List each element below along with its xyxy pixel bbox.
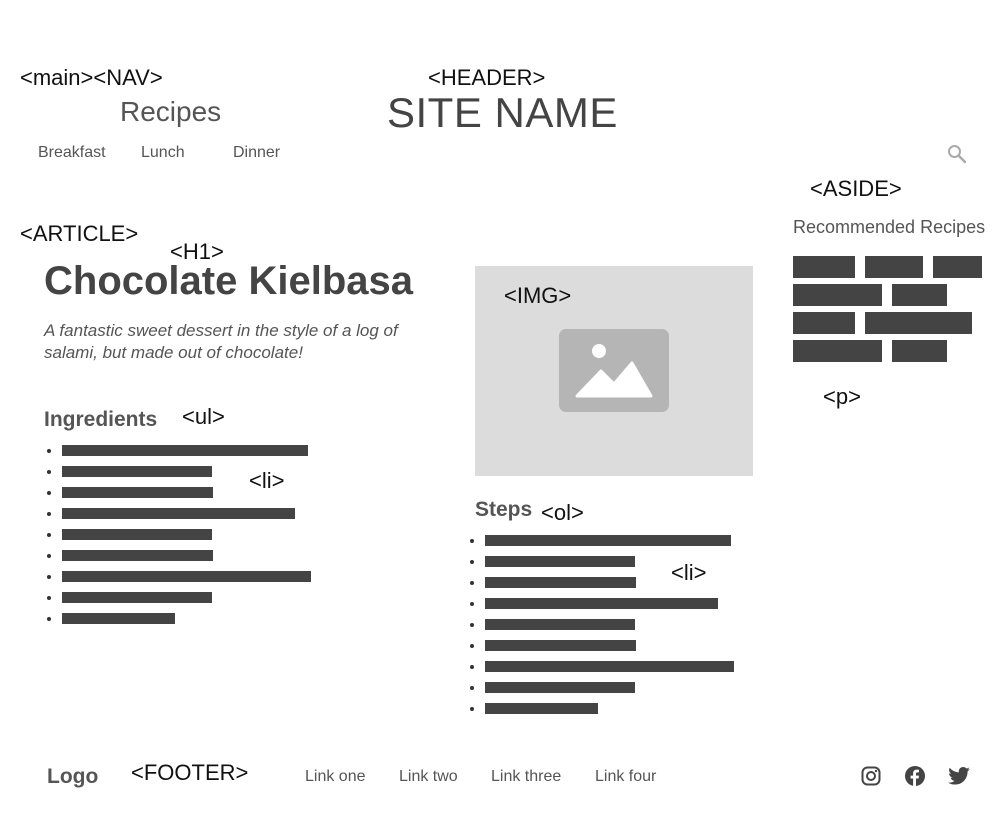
instagram-icon[interactable] (861, 766, 881, 786)
nav-annotation-label: <main><NAV> (20, 65, 163, 90)
footer-annotation-label: <FOOTER> (131, 760, 249, 785)
list-bullet (470, 623, 474, 627)
article-description: A fantastic sweet dessert in the style o… (44, 321, 398, 362)
step-item (485, 598, 718, 609)
list-bullet (47, 575, 51, 579)
nav-item-breakfast[interactable]: Breakfast (38, 144, 106, 161)
footer-link-one[interactable]: Link one (305, 768, 366, 785)
list-bullet (470, 644, 474, 648)
footer-link-three[interactable]: Link three (491, 768, 562, 785)
ingredient-item (62, 466, 212, 477)
li-annotation-label: <li> (671, 560, 707, 585)
nav-title: Recipes (120, 96, 222, 127)
aside-annotation-label: <ASIDE> (810, 176, 902, 201)
recommended-tag[interactable] (892, 340, 947, 362)
list-bullet (47, 533, 51, 537)
list-bullet (470, 602, 474, 606)
ingredient-item (62, 508, 295, 519)
step-item (485, 703, 598, 714)
footer-link-two[interactable]: Link two (399, 768, 458, 785)
p-annotation-label: <p> (823, 384, 861, 409)
list-bullet (470, 707, 474, 711)
step-item (485, 619, 635, 630)
recommended-tag[interactable] (793, 312, 855, 334)
twitter-icon[interactable] (948, 767, 970, 785)
steps-heading: Steps (475, 498, 533, 521)
ingredient-item (62, 529, 212, 540)
site-name: SITE NAME (387, 89, 618, 136)
list-bullet (470, 581, 474, 585)
list-bullet (47, 512, 51, 516)
step-item (485, 556, 635, 567)
search-icon[interactable] (947, 144, 967, 164)
ingredient-item (62, 613, 175, 624)
article-annotation-label: <ARTICLE> (20, 221, 139, 246)
image-placeholder-icon (559, 329, 669, 412)
recommended-tag[interactable] (865, 312, 972, 334)
ul-annotation-label: <ul> (182, 404, 225, 429)
list-bullet (47, 554, 51, 558)
nav-item-lunch[interactable]: Lunch (141, 144, 185, 161)
recommended-tag[interactable] (892, 284, 947, 306)
ingredient-item (62, 445, 308, 456)
facebook-icon[interactable] (905, 766, 925, 786)
list-bullet (47, 449, 51, 453)
recipe-image (475, 266, 753, 476)
step-item (485, 661, 734, 672)
ingredient-item (62, 592, 212, 603)
recommended-tag[interactable] (793, 284, 882, 306)
recommended-tag[interactable] (933, 256, 982, 278)
list-bullet (470, 686, 474, 690)
step-item (485, 640, 636, 651)
step-item (485, 682, 635, 693)
list-bullet (470, 665, 474, 669)
ingredient-item (62, 550, 213, 561)
header-annotation-label: <HEADER> (428, 65, 546, 90)
img-annotation-label: <IMG> (504, 283, 572, 308)
aside-title: Recommended Recipes (793, 217, 986, 237)
recommended-tag[interactable] (793, 340, 882, 362)
footer-link-four[interactable]: Link four (595, 768, 657, 785)
ingredient-item (62, 487, 213, 498)
step-item (485, 577, 636, 588)
nav-item-dinner[interactable]: Dinner (233, 144, 281, 161)
recommended-tag[interactable] (865, 256, 923, 278)
ol-annotation-label: <ol> (541, 500, 584, 525)
list-bullet (470, 560, 474, 564)
h1-annotation-label: <H1> (170, 239, 224, 264)
list-bullet (47, 617, 51, 621)
list-bullet (47, 491, 51, 495)
footer-logo[interactable]: Logo (47, 765, 99, 788)
article-title: Chocolate Kielbasa (44, 259, 414, 303)
list-bullet (47, 596, 51, 600)
step-item (485, 535, 731, 546)
li-annotation-label: <li> (249, 468, 285, 493)
recommended-tag[interactable] (793, 256, 855, 278)
list-bullet (470, 539, 474, 543)
ingredient-item (62, 571, 311, 582)
list-bullet (47, 470, 51, 474)
ingredients-heading: Ingredients (44, 408, 158, 431)
